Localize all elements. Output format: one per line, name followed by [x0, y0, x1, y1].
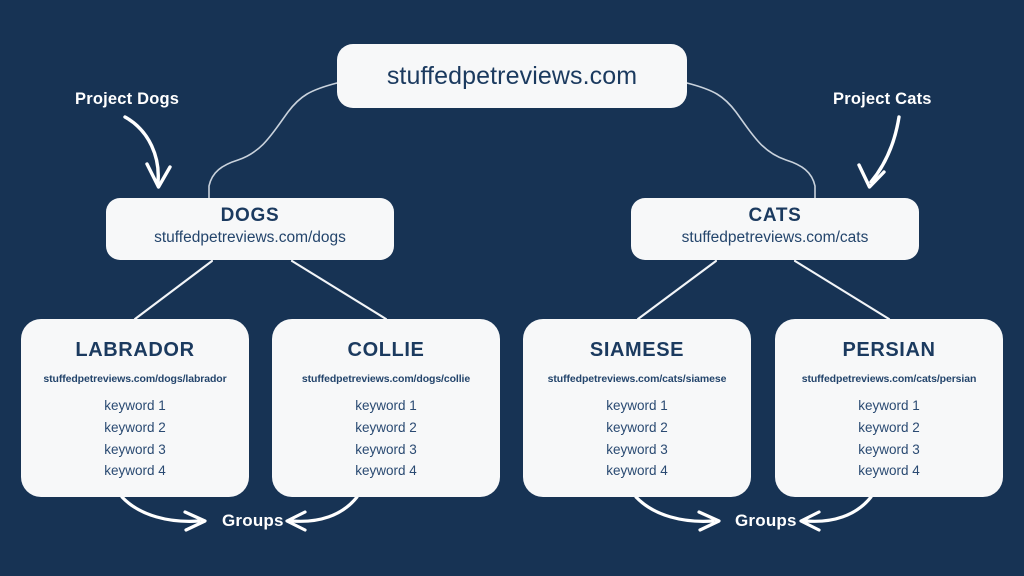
leaf-node-collie[interactable]: COLLIE stuffedpetreviews.com/dogs/collie… — [272, 319, 500, 497]
arrow-project-dogs-head — [145, 162, 172, 189]
category-node-cats-url: stuffedpetreviews.com/cats — [681, 228, 869, 246]
root-node[interactable]: stuffedpetreviews.com — [337, 44, 687, 108]
connector-root-to-dogs — [208, 82, 338, 199]
keyword-item: keyword 2 — [104, 419, 166, 435]
leaf-node-siamese-url: stuffedpetreviews.com/cats/siamese — [547, 373, 727, 385]
root-node-title: stuffedpetreviews.com — [386, 61, 638, 90]
keyword-item: keyword 1 — [606, 398, 668, 413]
keyword-item: keyword 2 — [606, 419, 668, 435]
leaf-node-siamese-keywords: keyword 1 keyword 2 keyword 3 keyword 4 — [523, 395, 751, 482]
category-node-dogs[interactable]: DOGS stuffedpetreviews.com/dogs — [106, 198, 394, 260]
category-node-dogs-title: DOGS — [220, 205, 280, 226]
arrow-labrador-to-groups-curve — [120, 495, 201, 523]
keyword-item: keyword 2 — [858, 419, 920, 435]
leaf-node-collie-url: stuffedpetreviews.com/dogs/collie — [301, 373, 471, 385]
keyword-item: keyword 3 — [606, 441, 668, 457]
leaf-node-labrador-keywords: keyword 1 keyword 2 keyword 3 keyword 4 — [21, 395, 249, 482]
arrow-persian-to-groups-curve — [804, 495, 873, 523]
arrow-persian-to-groups-head — [799, 510, 821, 532]
arrow-labrador-to-groups-head — [183, 510, 207, 532]
keyword-item: keyword 1 — [355, 398, 417, 413]
annotation-groups-left: Groups — [222, 511, 284, 530]
leaf-node-persian-title: PERSIAN — [842, 339, 936, 361]
leaf-node-siamese-title: SIAMESE — [589, 339, 685, 361]
keyword-item: keyword 1 — [858, 398, 920, 413]
keyword-item: keyword 2 — [355, 419, 417, 435]
leaf-node-labrador-title: LABRADOR — [75, 339, 195, 361]
leaf-node-siamese[interactable]: SIAMESE stuffedpetreviews.com/cats/siame… — [523, 319, 751, 497]
annotation-project-cats: Project Cats — [833, 90, 932, 108]
keyword-item: keyword 3 — [104, 441, 166, 457]
keyword-item: keyword 3 — [858, 441, 920, 457]
arrow-siamese-to-groups-head — [697, 510, 721, 532]
leaf-node-labrador-url: stuffedpetreviews.com/dogs/labrador — [43, 373, 227, 385]
leaf-node-collie-keywords: keyword 1 keyword 2 keyword 3 keyword 4 — [272, 395, 500, 482]
leaf-node-labrador[interactable]: LABRADOR stuffedpetreviews.com/dogs/labr… — [21, 319, 249, 497]
arrow-collie-to-groups-curve — [290, 495, 359, 523]
connector-dogs-to-collie — [290, 259, 388, 321]
keyword-item: keyword 3 — [355, 441, 417, 457]
connector-cats-to-siamese — [636, 259, 718, 321]
arrow-collie-to-groups-head — [285, 510, 307, 532]
keyword-item: keyword 1 — [104, 398, 166, 413]
leaf-node-persian[interactable]: PERSIAN stuffedpetreviews.com/cats/persi… — [775, 319, 1003, 497]
arrow-siamese-to-groups-curve — [634, 495, 715, 523]
leaf-node-persian-keywords: keyword 1 keyword 2 keyword 3 keyword 4 — [775, 395, 1003, 482]
annotation-groups-right: Groups — [735, 511, 797, 530]
connector-root-to-cats — [686, 82, 816, 199]
arrow-project-dogs-curve — [123, 115, 160, 184]
leaf-node-persian-url: stuffedpetreviews.com/cats/persian — [801, 373, 977, 385]
keyword-item: keyword 4 — [606, 463, 668, 479]
arrow-project-cats-curve — [869, 115, 901, 184]
arrow-project-cats-head — [857, 163, 886, 189]
category-node-cats-title: CATS — [748, 205, 802, 226]
leaf-node-collie-title: COLLIE — [347, 339, 425, 361]
keyword-item: keyword 4 — [355, 463, 417, 479]
keyword-item: keyword 4 — [104, 463, 166, 479]
category-node-cats[interactable]: CATS stuffedpetreviews.com/cats — [631, 198, 919, 260]
connector-dogs-to-labrador — [133, 259, 214, 321]
connector-cats-to-persian — [793, 259, 891, 321]
keyword-item: keyword 4 — [858, 463, 920, 479]
category-node-dogs-url: stuffedpetreviews.com/dogs — [154, 228, 346, 246]
annotation-project-dogs: Project Dogs — [75, 90, 180, 108]
